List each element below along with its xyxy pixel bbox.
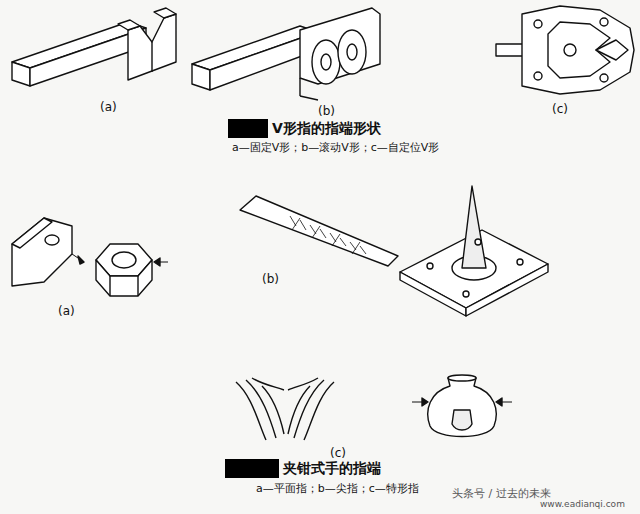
- self-positioning-v-finger: [564, 44, 576, 56]
- flat-finger: [78, 256, 84, 264]
- rolling-v-finger: [338, 30, 366, 74]
- fixed-v-finger: [12, 62, 30, 86]
- flat-finger: [45, 235, 59, 245]
- special-finger: [294, 380, 324, 438]
- special-finger: [288, 378, 318, 390]
- vase-part: [422, 398, 428, 406]
- pointed-finger: [292, 218, 300, 230]
- pointed-finger: [312, 226, 320, 238]
- pointed-finger: [240, 196, 398, 266]
- self-positioning-v-finger: [596, 40, 628, 60]
- hex-nut: [96, 244, 168, 296]
- flat-finger: [12, 218, 72, 286]
- vase-part: [496, 398, 502, 406]
- figure-letter: (b): [262, 272, 279, 286]
- figure-letter: (a): [58, 304, 75, 318]
- rolling-v-finger: [300, 8, 380, 84]
- pointed-finger: [300, 220, 306, 230]
- cone-part-on-plate: [475, 239, 481, 245]
- hex-nut: [154, 258, 160, 266]
- fixed-v-finger: [154, 8, 176, 18]
- vase-part: [452, 410, 472, 430]
- rolling-v-finger: [300, 96, 318, 100]
- pointed-finger: [340, 238, 346, 246]
- self-positioning-v-finger: [496, 6, 634, 94]
- self-positioning-v-finger: [534, 72, 542, 80]
- pointed-finger: [290, 216, 366, 254]
- flat-finger: [12, 218, 84, 286]
- vase-part: [412, 375, 512, 437]
- rolling-v-finger: [312, 40, 340, 84]
- figure-caption: 夹钳式手的指端: [283, 460, 381, 477]
- special-finger: [288, 386, 310, 434]
- pointed-finger: [290, 216, 296, 226]
- special-finger: [304, 382, 334, 440]
- self-positioning-v-finger: [522, 6, 634, 94]
- cone-part-on-plate: [462, 186, 486, 268]
- rolling-v-finger: [192, 64, 210, 90]
- cone-part-on-plate: [517, 259, 523, 265]
- caption-key: a—固定V形；b—滚动V形；c—自定位V形: [232, 141, 439, 154]
- figure-letter: (c): [552, 102, 568, 116]
- hex-nut: [112, 252, 136, 268]
- pointed-finger: [332, 234, 340, 246]
- self-positioning-v-finger: [496, 44, 524, 56]
- rolling-v-finger: [299, 78, 300, 96]
- caption-key: a—平面指；b—尖指；c—特形指: [256, 482, 419, 495]
- hex-nut: [137, 276, 138, 296]
- self-positioning-v-finger: [534, 20, 542, 28]
- hex-nut: [109, 276, 110, 296]
- rolling-v-finger: [321, 54, 331, 70]
- pointed-finger: [352, 242, 360, 254]
- rolling-v-finger: [192, 8, 380, 100]
- special-finger: [236, 378, 334, 440]
- figure-letter: (a): [100, 100, 117, 114]
- fixed-v-finger: [151, 42, 152, 72]
- watermark: www.eadianqi.com: [540, 499, 625, 510]
- figure-caption: V形指的指端形状: [272, 120, 381, 137]
- special-finger: [236, 382, 266, 440]
- fixed-v-finger: [118, 20, 140, 30]
- vase-part: [448, 375, 476, 381]
- self-positioning-v-finger: [600, 74, 608, 82]
- figure-letter: (b): [318, 104, 335, 118]
- pointed-finger: [240, 196, 398, 266]
- fixed-v-finger: [12, 8, 176, 86]
- pointed-finger: [360, 246, 366, 254]
- cone-part-on-plate: [463, 291, 469, 297]
- redaction-box: [228, 119, 268, 138]
- special-finger: [252, 378, 284, 390]
- cone-part-on-plate: [400, 272, 466, 316]
- special-finger: [262, 386, 284, 434]
- cone-part-on-plate: [427, 263, 433, 269]
- cone-part-on-plate: [400, 186, 548, 316]
- vase-part: [428, 378, 496, 437]
- special-finger: [246, 380, 276, 438]
- redaction-box: [225, 459, 279, 478]
- pointed-finger: [320, 229, 326, 238]
- rolling-v-finger: [347, 44, 357, 60]
- figure-letter: (c): [330, 446, 346, 460]
- watermark: 头条号 / 过去的未来: [452, 487, 551, 500]
- self-positioning-v-finger: [600, 18, 608, 26]
